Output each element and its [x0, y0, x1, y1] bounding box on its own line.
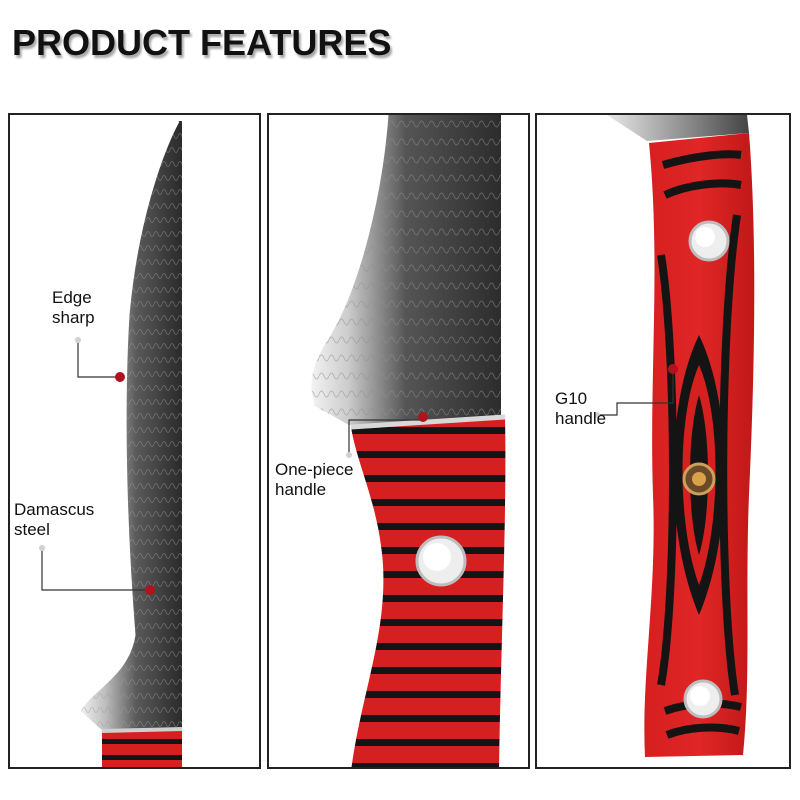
leader-lines: [346, 412, 428, 458]
callout-text-line1: One-piece: [275, 460, 354, 479]
junction-photo-illustration: [308, 115, 506, 767]
leader-lines: [594, 364, 678, 418]
callout-g10-handle: G10 handle: [555, 389, 606, 429]
callout-text-line2: handle: [275, 480, 327, 499]
panel-blade-view: Edge sharp Damascus steel: [8, 113, 261, 769]
callout-text-line1: Edge: [52, 288, 92, 307]
handle-photo-illustration: [607, 115, 755, 757]
page-title: PRODUCT FEATURES: [12, 22, 392, 63]
blade-photo-illustration: [78, 120, 183, 767]
callout-text-line2: steel: [14, 520, 50, 539]
callout-text-line1: G10: [555, 389, 588, 408]
callout-edge-sharp: Edge sharp: [52, 288, 95, 328]
leader-lines: [39, 337, 155, 595]
callout-one-piece-handle: One-piece handle: [275, 460, 353, 500]
panel-handle-junction: One-piece handle: [267, 113, 530, 769]
panel-g10-handle: G10 handle: [535, 113, 791, 769]
callout-text-line2: sharp: [52, 308, 95, 327]
callout-text-line1: Damascus: [14, 500, 95, 519]
callout-damascus-steel: Damascus steel: [14, 500, 94, 540]
callout-text-line2: handle: [555, 409, 607, 428]
